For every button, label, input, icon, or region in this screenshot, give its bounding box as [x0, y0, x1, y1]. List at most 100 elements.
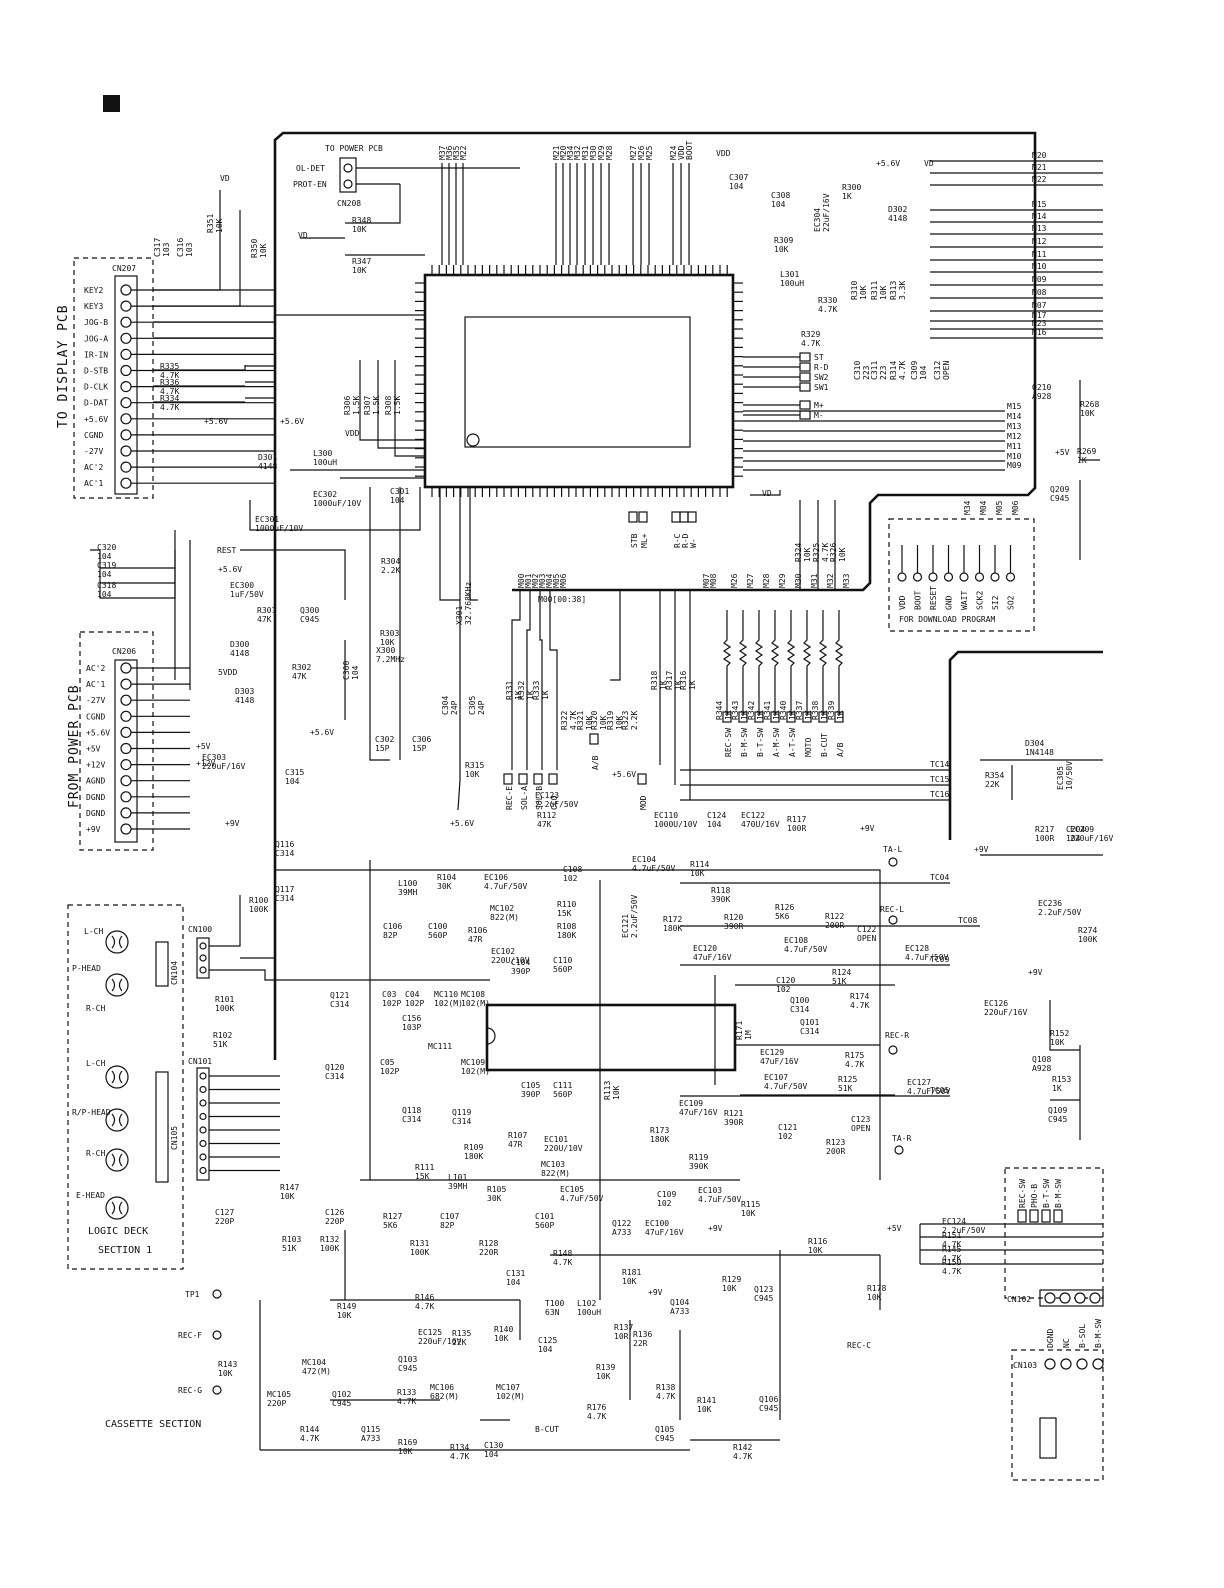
component-ref: X300	[376, 646, 395, 655]
misc-signal-label: SOL-A	[520, 786, 529, 810]
component-ref: R309	[774, 236, 793, 245]
component-value: 100R	[787, 824, 806, 833]
component-value: 4.7K	[160, 387, 179, 396]
cn104-label: CN104	[170, 961, 179, 985]
component-value: 10K	[867, 1293, 882, 1302]
right-signal-lower: M13	[1007, 422, 1022, 431]
right-io-label: ST	[814, 353, 824, 362]
tc-label: TC14	[930, 760, 949, 769]
component-ref: EC303	[202, 753, 226, 762]
component-ref: C307	[729, 173, 748, 182]
component-ref: R147	[280, 1183, 299, 1192]
switch-pin-label: B-T-SW	[756, 728, 765, 757]
component-value: 200R	[826, 1147, 845, 1156]
component-value: C945	[398, 1364, 417, 1373]
component-value: 2.2uF/50V	[630, 894, 639, 938]
component-value: 10K	[352, 266, 367, 275]
component-value: A733	[670, 1307, 689, 1316]
component-ref: R337	[795, 701, 804, 720]
component-ref: EC301	[255, 515, 279, 524]
top-signal: M36	[445, 145, 454, 160]
component-value: 4148	[230, 649, 249, 658]
component-ref: R108	[557, 922, 576, 931]
component-ref: R149	[337, 1302, 356, 1311]
component-value: OPEN	[857, 934, 876, 943]
component-value: 4.7K	[818, 305, 837, 314]
cn207-pin	[120, 477, 132, 489]
component-value: 102	[776, 985, 791, 994]
logic-deck-label: LOGIC DECK	[88, 1226, 148, 1237]
component-ref: MC102	[490, 904, 514, 913]
component-ref: R120	[724, 913, 743, 922]
component-ref: EC122	[741, 811, 765, 820]
component-value: 4.7uF/50V	[907, 1087, 951, 1096]
component-value: 4.7K	[450, 1452, 469, 1461]
component-ref: R169	[398, 1438, 417, 1447]
component-value: 5K6	[775, 912, 790, 921]
right-signal-lower: M10	[1007, 452, 1022, 461]
supply-rail-label: +9V	[225, 819, 240, 828]
component-value: 4.7K	[898, 361, 907, 380]
component-ref: MC105	[267, 1390, 291, 1399]
component-ref: R112	[537, 811, 556, 820]
cn207-pin-label: IR-IN	[84, 350, 108, 359]
component-value: 223	[879, 365, 888, 380]
component-ref: X301	[455, 606, 464, 625]
component-ref: C121	[778, 1123, 797, 1132]
component-ref: C309	[910, 361, 919, 380]
cn207-pin	[120, 284, 132, 296]
component-ref: R134	[450, 1443, 469, 1452]
cn103-pin-label: NC	[1062, 1338, 1071, 1348]
rec-f-label: REC-F	[178, 1331, 202, 1340]
supply-rail-label: 5VDD	[218, 668, 237, 677]
right-signal: M17	[1032, 311, 1047, 320]
component-ref: R311	[870, 281, 879, 300]
component-ref: EC121	[621, 914, 630, 938]
component-ref: R320	[590, 711, 599, 730]
component-value: 10K	[690, 869, 705, 878]
component-ref: R152	[1050, 1029, 1069, 1038]
cn207-pin-label: KEY2	[84, 286, 103, 295]
component-value: 47uF/16V	[679, 1108, 718, 1117]
component-value: 1000uF/10V	[313, 499, 361, 508]
download-signal-label: M04	[979, 500, 988, 515]
right-io-label: SW1	[814, 383, 829, 392]
component-value: 180K	[650, 1135, 669, 1144]
